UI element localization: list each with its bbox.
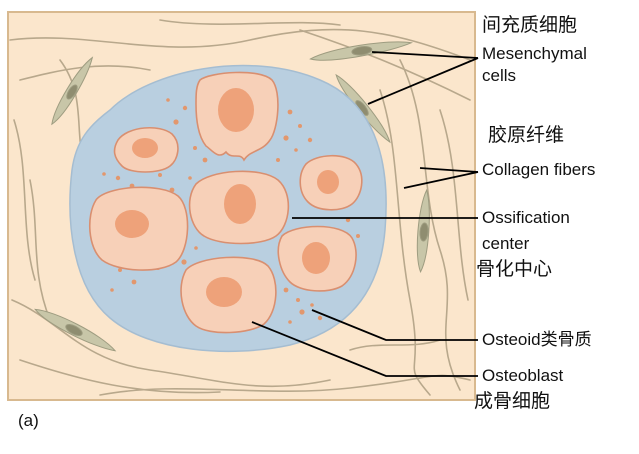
osteoblast-cell xyxy=(180,256,277,334)
mesenchymal-cell xyxy=(335,73,391,144)
leader-osteoblast xyxy=(251,321,478,377)
label-osteoblast-zh: 成骨细胞 xyxy=(474,391,551,412)
leader-osteoid xyxy=(311,309,478,341)
mesenchymal-cell xyxy=(416,188,430,274)
mesenchymal-cell xyxy=(34,308,117,352)
mesenchymal-cell xyxy=(309,41,413,61)
mesenchymal-cells xyxy=(34,41,430,352)
panel-label: (a) xyxy=(18,411,39,430)
label-mesenchymal-zh: 间充质细胞 xyxy=(482,15,578,36)
label-ossification-en: Ossification xyxy=(482,208,570,227)
leader-collagen-top xyxy=(419,167,479,173)
label-ossification-zh: 骨化中心 xyxy=(476,259,553,280)
label-collagen-zh: 胶原纤维 xyxy=(488,125,565,146)
label-osteoblast-en: Osteoblast xyxy=(482,366,564,385)
collagen-fibers xyxy=(9,19,471,396)
label-mesenchymal-en: Mesenchymal xyxy=(482,44,587,63)
label-ossification-en-2: center xyxy=(482,234,530,253)
osteoblast-cell xyxy=(188,170,290,245)
osteoblast-cell xyxy=(195,71,279,162)
osteoblast-cell xyxy=(299,154,363,211)
leader-mesenchymal-top xyxy=(371,51,479,59)
label-collagen-en: Collagen fibers xyxy=(482,160,596,179)
osteoblast-cell xyxy=(88,186,189,271)
leader-collagen-bottom xyxy=(403,171,479,189)
leader-mesenchymal-bottom xyxy=(367,57,479,105)
osteoblast-cells xyxy=(88,71,363,334)
osteoblast-cell xyxy=(113,126,179,173)
mesenchymal-cell xyxy=(51,56,94,126)
leader-lines xyxy=(251,51,479,377)
osteoblast-cell xyxy=(277,225,357,292)
label-mesenchymal-en-2: cells xyxy=(482,66,517,85)
label-osteoid: Osteoid类骨质 xyxy=(482,330,592,349)
